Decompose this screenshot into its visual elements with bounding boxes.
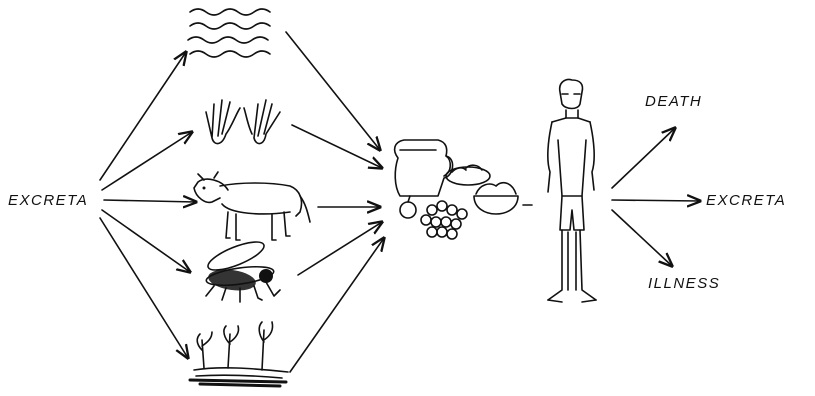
arrow-water-food [286, 32, 380, 150]
arrow-to-cattle [104, 200, 196, 202]
outcome-label-excreta: EXCRETA [706, 192, 786, 209]
crops-icon [190, 322, 288, 386]
arrow-fly-food [298, 222, 382, 275]
arrow-to-water [100, 52, 186, 180]
fly-icon [205, 236, 280, 302]
arrow-to-illness [612, 210, 672, 266]
arrow-to-excreta [612, 200, 700, 201]
food-icon [395, 140, 518, 239]
water-icon [188, 9, 270, 57]
arrow-crops-food [290, 238, 384, 372]
food-arrows [286, 32, 384, 372]
arrow-hands-food [292, 125, 382, 168]
source-arrows [100, 52, 196, 358]
cattle-icon [194, 172, 310, 240]
source-label: EXCRETA [8, 192, 88, 209]
person-icon [548, 80, 596, 303]
outcome-label-illness: ILLNESS [648, 275, 720, 292]
arrow-to-death [612, 128, 675, 188]
arrow-to-hands [102, 132, 192, 190]
outcome-label-death: DEATH [645, 93, 702, 110]
outcome-arrows [612, 128, 700, 266]
hands-icon [206, 100, 280, 144]
